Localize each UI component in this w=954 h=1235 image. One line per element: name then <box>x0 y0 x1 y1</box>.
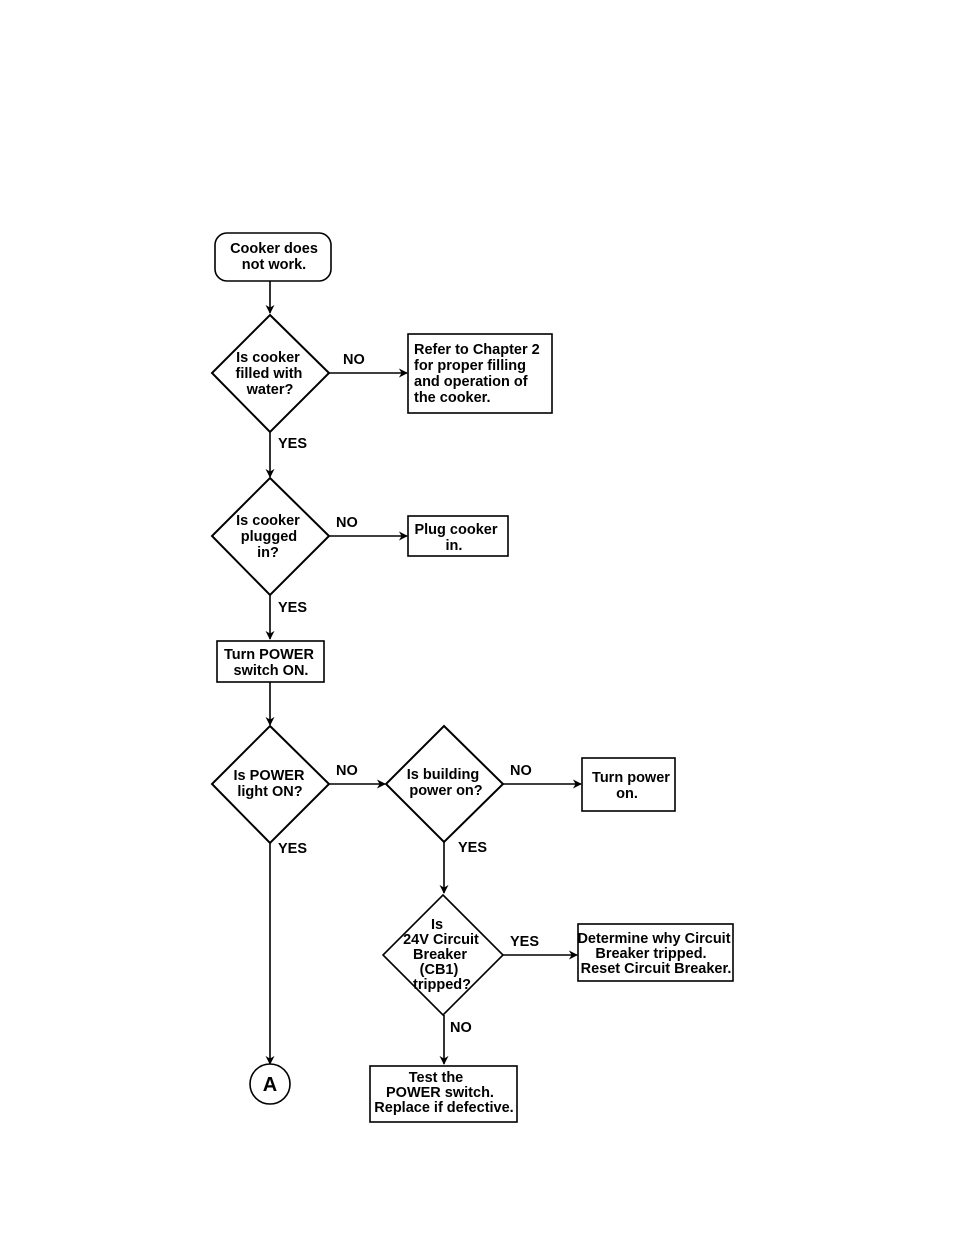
test-switch-text: Test the POWER switch. Replace if defect… <box>374 1070 513 1116</box>
label-water-yes: YES <box>278 436 307 452</box>
node-q-breaker: Is 24V Circuit Breaker (CB1) tripped? <box>381 893 505 1017</box>
q-building-line: power on? <box>409 783 482 799</box>
label-water-no: NO <box>343 352 365 368</box>
node-q-plugged: Is cooker plugged in? <box>210 476 331 597</box>
refer-chapter-line: the cooker. <box>414 390 491 406</box>
refer-chapter-box <box>407 333 553 414</box>
q-plugged-line: in? <box>257 545 279 561</box>
node-turn-switch: Turn POWER switch ON. <box>216 640 325 683</box>
node-connector-a: A <box>249 1063 291 1105</box>
edge-labels: NO YES NO YES NO YES NO YES YES NO <box>278 352 539 1036</box>
node-start: Cooker does not work. <box>214 232 332 282</box>
label-building-yes: YES <box>458 840 487 856</box>
q-building-line: Is building <box>407 767 480 783</box>
q-light-text: Is POWER light ON? <box>234 768 309 800</box>
decision-diamond-water <box>210 313 331 434</box>
turn-switch-line: switch ON. <box>234 663 309 679</box>
node-turn-power-on: Turn power on. <box>581 757 676 812</box>
node-test-switch: Test the POWER switch. Replace if defect… <box>369 1065 518 1123</box>
q-light-line: light ON? <box>237 784 302 800</box>
test-switch-box <box>369 1065 518 1123</box>
decision-diamond-light <box>210 724 331 845</box>
start-terminator-shape <box>214 232 332 282</box>
q-breaker-line: Breaker <box>413 947 467 963</box>
test-switch-line: Replace if defective. <box>374 1100 513 1116</box>
q-water-line: filled with <box>236 366 303 382</box>
refer-chapter-line: for proper filling <box>414 358 526 374</box>
node-plug-in: Plug cooker in. <box>407 515 509 557</box>
node-determine-why: Determine why Circuit Breaker tripped. R… <box>577 923 734 982</box>
turn-power-on-box <box>581 757 676 812</box>
node-q-water: Is cooker filled with water? <box>210 313 331 434</box>
label-breaker-yes: YES <box>510 934 539 950</box>
plug-in-box <box>407 515 509 557</box>
turn-power-on-line: on. <box>616 786 638 802</box>
node-refer-chapter: Refer to Chapter 2 for proper filling an… <box>407 333 553 414</box>
q-light-line: Is POWER <box>234 768 305 784</box>
refer-chapter-line: Refer to Chapter 2 <box>414 342 540 358</box>
q-breaker-text: Is 24V Circuit Breaker (CB1) tripped? <box>403 917 483 993</box>
start-line: not work. <box>242 257 306 273</box>
decision-diamond-plugged <box>210 476 331 597</box>
start-text: Cooker does not work. <box>230 241 322 273</box>
turn-switch-box <box>216 640 325 683</box>
label-building-no: NO <box>510 763 532 779</box>
q-breaker-line: (CB1) <box>420 962 459 978</box>
q-breaker-line: 24V Circuit <box>403 932 479 948</box>
turn-switch-line: Turn POWER <box>224 647 314 663</box>
plug-in-line: Plug cooker <box>414 522 497 538</box>
turn-power-on-text: Turn power on. <box>592 770 674 802</box>
determine-why-text: Determine why Circuit Breaker tripped. R… <box>577 931 734 977</box>
q-water-line: water? <box>246 382 294 398</box>
node-q-light: Is POWER light ON? <box>210 724 331 845</box>
q-breaker-line: tripped? <box>413 977 471 993</box>
label-plugged-yes: YES <box>278 600 307 616</box>
q-breaker-line: Is <box>431 917 443 933</box>
label-light-no: NO <box>336 763 358 779</box>
start-line: Cooker does <box>230 241 318 257</box>
determine-why-line: Reset Circuit Breaker. <box>581 961 732 977</box>
q-plugged-text: Is cooker plugged in? <box>236 513 304 561</box>
q-water-line: Is cooker <box>236 350 300 366</box>
turn-switch-text: Turn POWER switch ON. <box>224 647 318 679</box>
q-building-text: Is building power on? <box>407 767 484 799</box>
connector-a-circle <box>249 1063 291 1105</box>
turn-power-on-line: Turn power <box>592 770 670 786</box>
determine-why-line: Determine why Circuit <box>577 931 730 947</box>
plug-in-text: Plug cooker in. <box>414 522 501 554</box>
test-switch-line: POWER switch. <box>386 1085 494 1101</box>
q-water-text: Is cooker filled with water? <box>236 350 307 398</box>
node-q-building: Is building power on? <box>384 724 505 844</box>
edges <box>265 281 582 1065</box>
label-plugged-no: NO <box>336 515 358 531</box>
decision-diamond-building <box>384 724 505 844</box>
decision-diamond-breaker <box>381 893 505 1017</box>
determine-why-line: Breaker tripped. <box>595 946 706 962</box>
test-switch-line: Test the <box>409 1070 464 1086</box>
refer-chapter-line: and operation of <box>414 374 528 390</box>
label-breaker-no: NO <box>450 1020 472 1036</box>
q-plugged-line: Is cooker <box>236 513 300 529</box>
q-plugged-line: plugged <box>241 529 297 545</box>
determine-why-box <box>577 923 734 982</box>
plug-in-line: in. <box>446 538 463 554</box>
refer-chapter-text: Refer to Chapter 2 for proper filling an… <box>414 342 544 406</box>
label-light-yes: YES <box>278 841 307 857</box>
connector-a-text: A <box>263 1074 277 1096</box>
